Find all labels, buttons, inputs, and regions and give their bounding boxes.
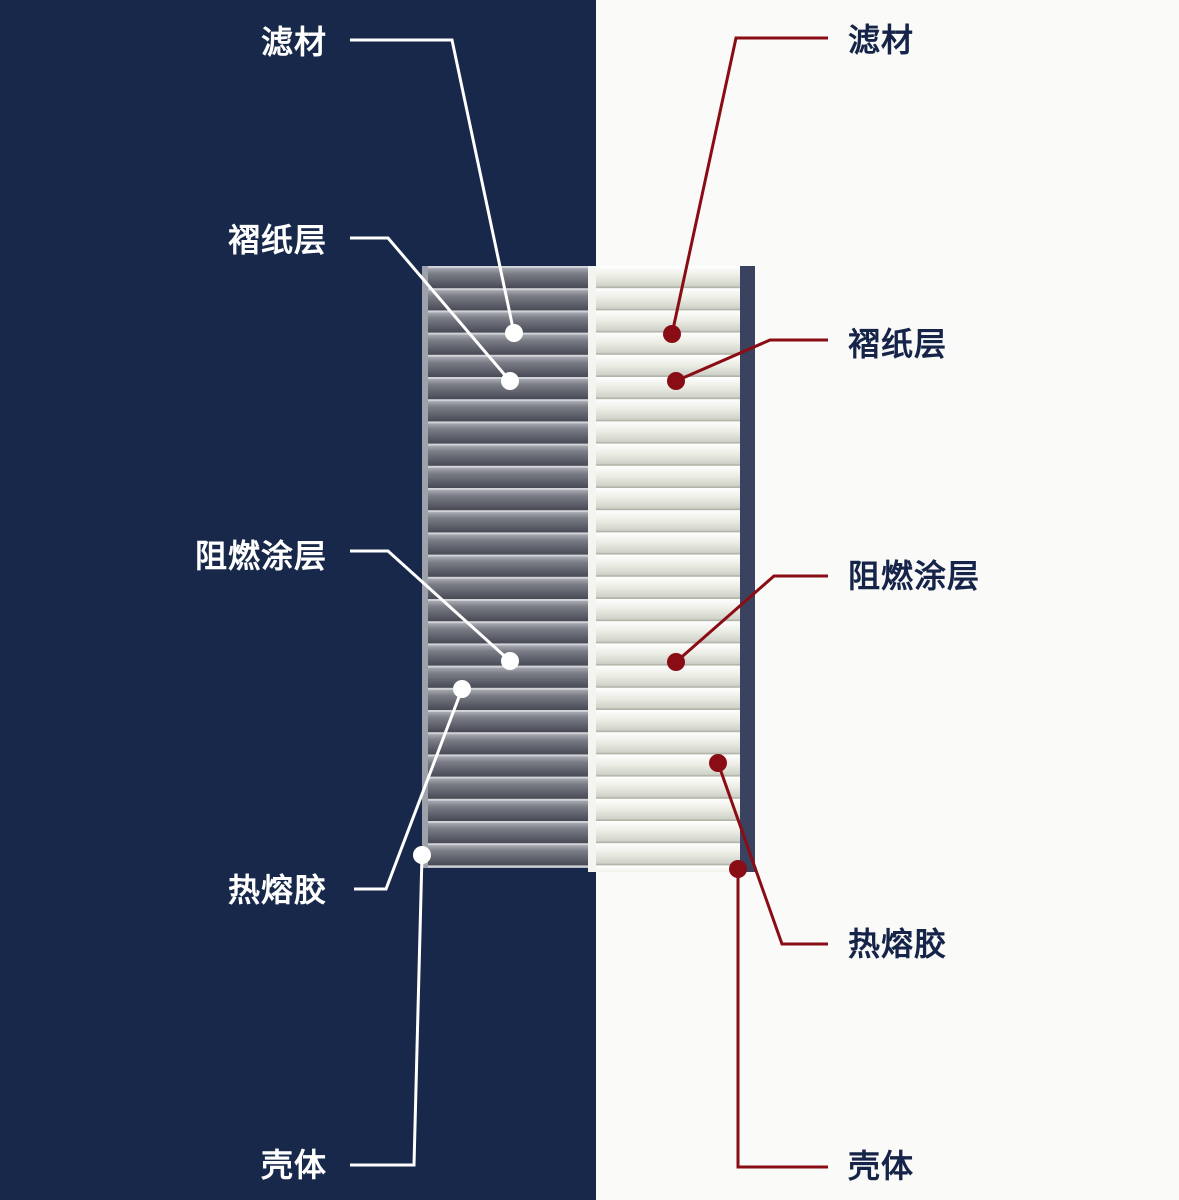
left-dot-hot-melt-glue xyxy=(453,680,471,698)
right-dot-hot-melt-glue xyxy=(709,754,727,772)
right-dot-pleat-layer xyxy=(667,372,685,390)
left-dot-filter-media xyxy=(505,324,523,342)
right-dot-housing xyxy=(729,860,747,878)
right-label-filter-media: 滤材 xyxy=(848,20,914,60)
carbon-media-half xyxy=(424,266,592,868)
left-dot-pleat-layer xyxy=(501,372,519,390)
glue-seam xyxy=(588,266,596,872)
left-callout-housing xyxy=(350,855,422,1165)
left-label-housing: 壳体 xyxy=(261,1145,327,1185)
left-label-pleat-layer: 褶纸层 xyxy=(228,220,327,260)
right-label-flame-retardant: 阻燃涂层 xyxy=(848,556,980,596)
left-label-hot-melt-glue: 热熔胶 xyxy=(228,870,327,910)
right-dot-flame-retardant xyxy=(667,653,685,671)
left-dot-flame-retardant xyxy=(501,652,519,670)
right-label-hot-melt-glue: 热熔胶 xyxy=(848,924,947,964)
left-label-flame-retardant: 阻燃涂层 xyxy=(195,536,327,576)
right-dot-filter-media xyxy=(663,325,681,343)
frame-side-edge xyxy=(740,266,755,872)
right-label-housing: 壳体 xyxy=(848,1146,914,1186)
left-dot-housing xyxy=(413,846,431,864)
right-callout-housing xyxy=(738,869,828,1167)
right-label-pleat-layer: 褶纸层 xyxy=(848,324,947,364)
filter-cartridge xyxy=(422,266,755,872)
left-label-filter-media: 滤材 xyxy=(261,22,327,62)
